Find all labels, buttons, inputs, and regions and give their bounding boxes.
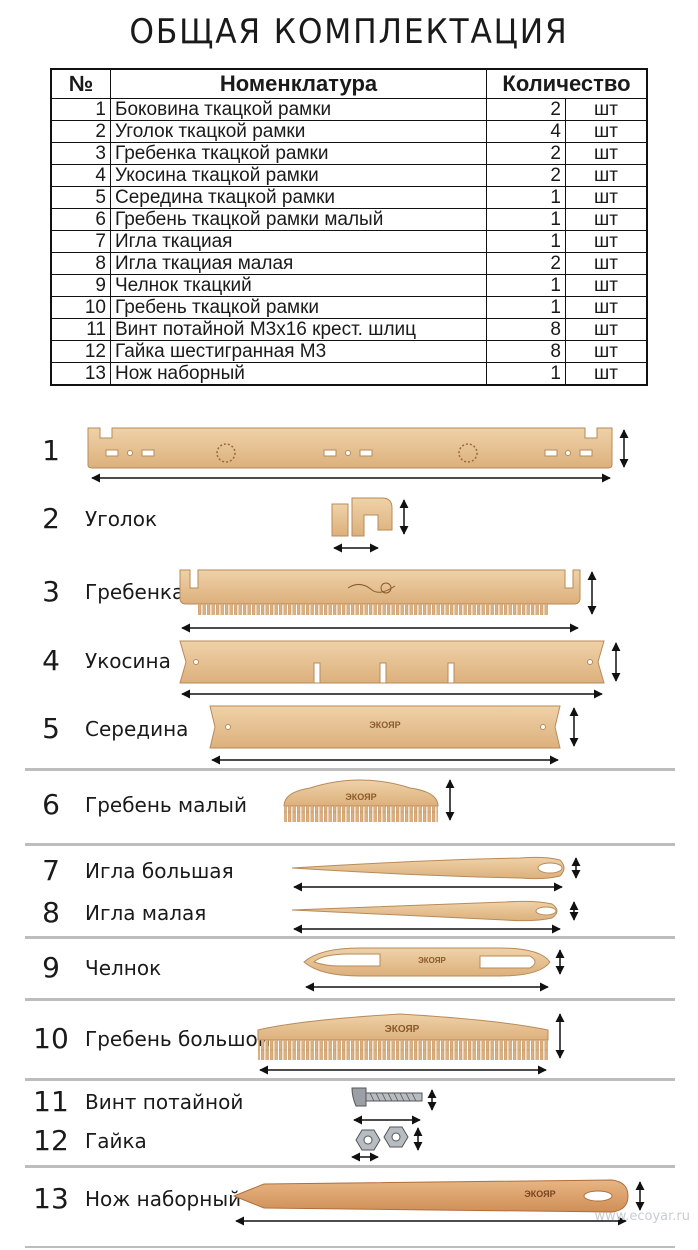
separator	[25, 843, 675, 846]
part-label: Гребенка	[85, 580, 185, 604]
separator	[25, 936, 675, 939]
part-label: Гребень малый	[85, 793, 247, 817]
part-number: 10	[33, 1022, 69, 1055]
cell-num: 11	[50, 318, 111, 341]
brand-logo-text: ЭКОЯР	[345, 792, 376, 802]
part-13-knife: ЭКОЯР	[232, 1179, 645, 1226]
part-5-middle: ЭКОЯР	[209, 705, 579, 765]
cell-unit: шт	[565, 142, 648, 165]
part-number: 6	[42, 788, 60, 821]
part-12-nut	[351, 1126, 423, 1162]
brand-logo-text: ЭКОЯР	[524, 1189, 555, 1199]
part-number: 12	[33, 1124, 69, 1157]
part-7-big-needle	[291, 856, 581, 892]
cell-qty: 8	[486, 340, 566, 363]
cell-unit: шт	[565, 186, 648, 209]
watermark: www.ecoyar.ru	[594, 1209, 690, 1224]
header-qty: Количество	[486, 68, 648, 99]
cell-unit: шт	[565, 318, 648, 341]
part-10-big-comb: ЭКОЯР	[257, 1013, 565, 1075]
cell-name: Укосина ткацкой рамки	[110, 164, 487, 187]
cell-unit: шт	[565, 274, 648, 297]
separator	[25, 1165, 675, 1168]
part-11-screw	[351, 1087, 437, 1125]
part-number: 8	[42, 896, 60, 929]
cell-unit: шт	[565, 252, 648, 275]
part-number: 3	[42, 575, 60, 608]
part-3-comb	[179, 569, 597, 633]
part-number: 7	[42, 854, 60, 887]
part-number: 2	[42, 502, 60, 535]
brand-logo-text: ЭКОЯР	[369, 720, 400, 730]
part-label: Середина	[85, 717, 189, 741]
part-6-small-comb: ЭКОЯР	[283, 779, 455, 822]
cell-name: Нож наборный	[110, 362, 487, 386]
part-4-brace	[179, 640, 621, 699]
cell-name: Винт потайной М3х16 крест. шлиц	[110, 318, 487, 341]
cell-unit: шт	[565, 120, 648, 143]
separator	[25, 768, 675, 771]
part-label: Гребень большой	[85, 1027, 271, 1051]
part-label: Игла большая	[85, 859, 234, 883]
cell-unit: шт	[565, 98, 648, 121]
part-label: Челнок	[85, 956, 162, 980]
cell-name: Гребень ткацкой рамки	[110, 296, 487, 319]
part-number: 11	[33, 1085, 69, 1118]
cell-num: 12	[50, 340, 111, 363]
separator	[25, 1078, 675, 1081]
separator	[25, 1246, 675, 1248]
part-label: Гайка	[85, 1129, 147, 1153]
cell-name: Гребенка ткацкой рамки	[110, 142, 487, 165]
cell-name: Середина ткацкой рамки	[110, 186, 487, 209]
part-label: Уголок	[85, 507, 158, 531]
cell-num: 13	[50, 362, 111, 386]
part-label: Игла малая	[85, 901, 207, 925]
part-label: Нож наборный	[85, 1187, 242, 1211]
cell-unit: шт	[565, 340, 648, 363]
part-2-corner	[331, 497, 409, 553]
part-8-small-needle	[291, 900, 579, 934]
brand-logo-text: ЭКОЯР	[418, 956, 446, 965]
cell-unit: шт	[565, 362, 648, 386]
cell-name: Гайка шестигранная М3	[110, 340, 487, 363]
part-number: 4	[42, 644, 60, 677]
part-number: 5	[42, 712, 60, 745]
part-9-shuttle: ЭКОЯР	[303, 947, 565, 992]
brand-logo-text: ЭКОЯР	[385, 1024, 420, 1035]
part-label: Укосина	[85, 649, 171, 673]
part-number: 1	[42, 434, 60, 467]
cell-name: Гребень ткацкой рамки малый	[110, 208, 487, 231]
part-1-side-panel	[87, 427, 629, 483]
part-number: 9	[42, 951, 60, 984]
part-label: Винт потайной	[85, 1090, 244, 1114]
cell-qty: 1	[486, 362, 566, 386]
separator	[25, 998, 675, 1001]
page-title: ОБЩАЯ КОМПЛЕКТАЦИЯ	[129, 12, 569, 52]
part-number: 13	[33, 1182, 69, 1215]
cell-qty: 8	[486, 318, 566, 341]
